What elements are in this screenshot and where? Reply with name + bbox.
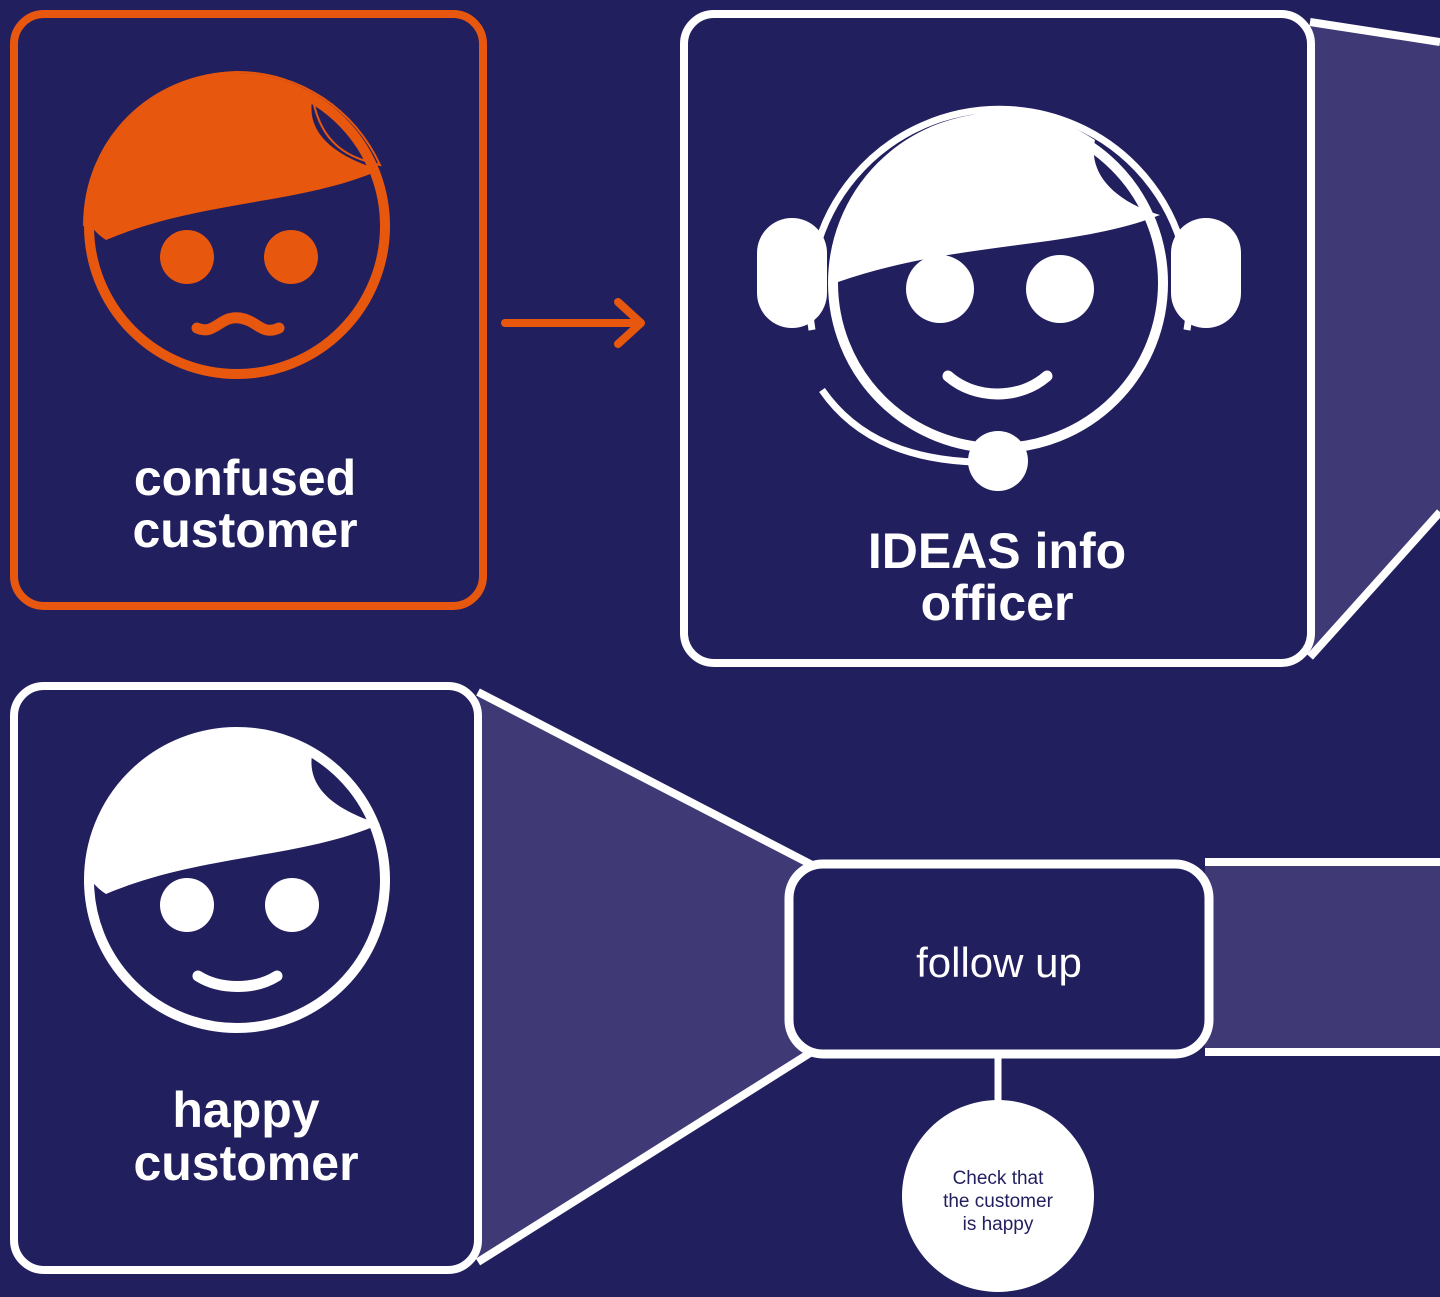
officer-beam	[1310, 22, 1440, 657]
happy-beam	[478, 692, 818, 1262]
follow-up-step: follow up	[784, 859, 1214, 1059]
happy-card-label-line1: happy	[172, 1082, 319, 1138]
followup-beam	[1205, 862, 1440, 1052]
confused-face-icon	[83, 70, 390, 379]
officer-beam-edges	[1307, 18, 1440, 660]
note-line3: is happy	[963, 1214, 1034, 1235]
note-line2: the customer	[943, 1191, 1053, 1212]
check-note: Check that the customer is happy	[902, 1100, 1094, 1292]
headset-officer-icon	[757, 105, 1241, 491]
confused-card-label-line1: confused	[134, 450, 356, 506]
happy-beam-edges	[475, 688, 821, 1266]
followup-beam-edges	[1205, 858, 1440, 1056]
officer-card-label-line1: IDEAS info	[868, 523, 1126, 579]
arrow-right-icon	[501, 298, 645, 348]
officer-card: IDEAS info officer	[680, 10, 1315, 667]
note-circle	[902, 1100, 1094, 1292]
happy-card-label-line2: customer	[133, 1135, 358, 1191]
confused-customer-card: confused customer	[10, 10, 487, 610]
follow-up-box	[784, 859, 1214, 1059]
happy-face-icon	[84, 727, 390, 1033]
officer-card-label-line2: officer	[921, 575, 1074, 631]
follow-up-label: follow up	[916, 939, 1082, 986]
happy-customer-card: happy customer	[10, 682, 482, 1274]
note-line1: Check that	[953, 1168, 1045, 1189]
confused-card-label-line2: customer	[132, 502, 357, 558]
